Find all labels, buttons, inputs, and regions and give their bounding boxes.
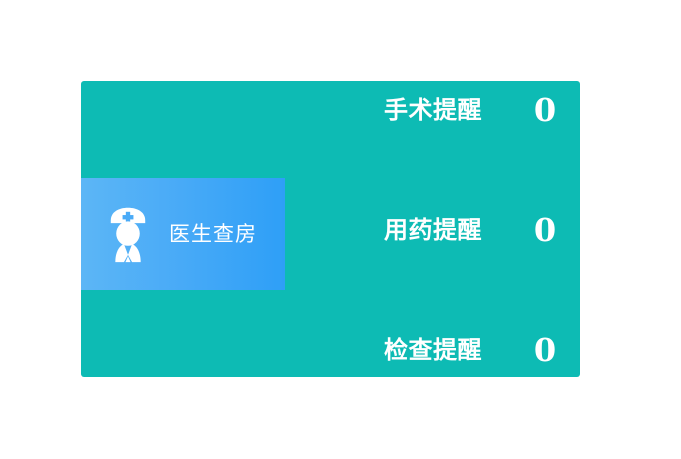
reminder-panel: 医生查房 手术提醒 0 用药提醒 0 检查提醒 0: [81, 81, 580, 377]
reminder-count: 0: [533, 91, 557, 129]
reminder-list: 手术提醒 0 用药提醒 0 检查提醒 0: [384, 81, 580, 377]
reminder-label: 用药提醒: [384, 216, 482, 244]
reminder-row-medication[interactable]: 用药提醒 0: [384, 208, 580, 252]
reminder-count: 0: [533, 331, 557, 369]
reminder-label: 检查提醒: [384, 336, 482, 364]
reminder-count: 0: [533, 211, 557, 249]
nurse-doctor-icon: [110, 207, 146, 263]
reminder-row-examination[interactable]: 检查提醒 0: [384, 328, 580, 372]
reminder-row-surgery[interactable]: 手术提醒 0: [384, 88, 580, 132]
quick-action-label: 医生查房: [169, 221, 257, 246]
quick-action-doctor-rounds[interactable]: 医生查房: [81, 178, 285, 290]
reminder-label: 手术提醒: [384, 96, 482, 124]
